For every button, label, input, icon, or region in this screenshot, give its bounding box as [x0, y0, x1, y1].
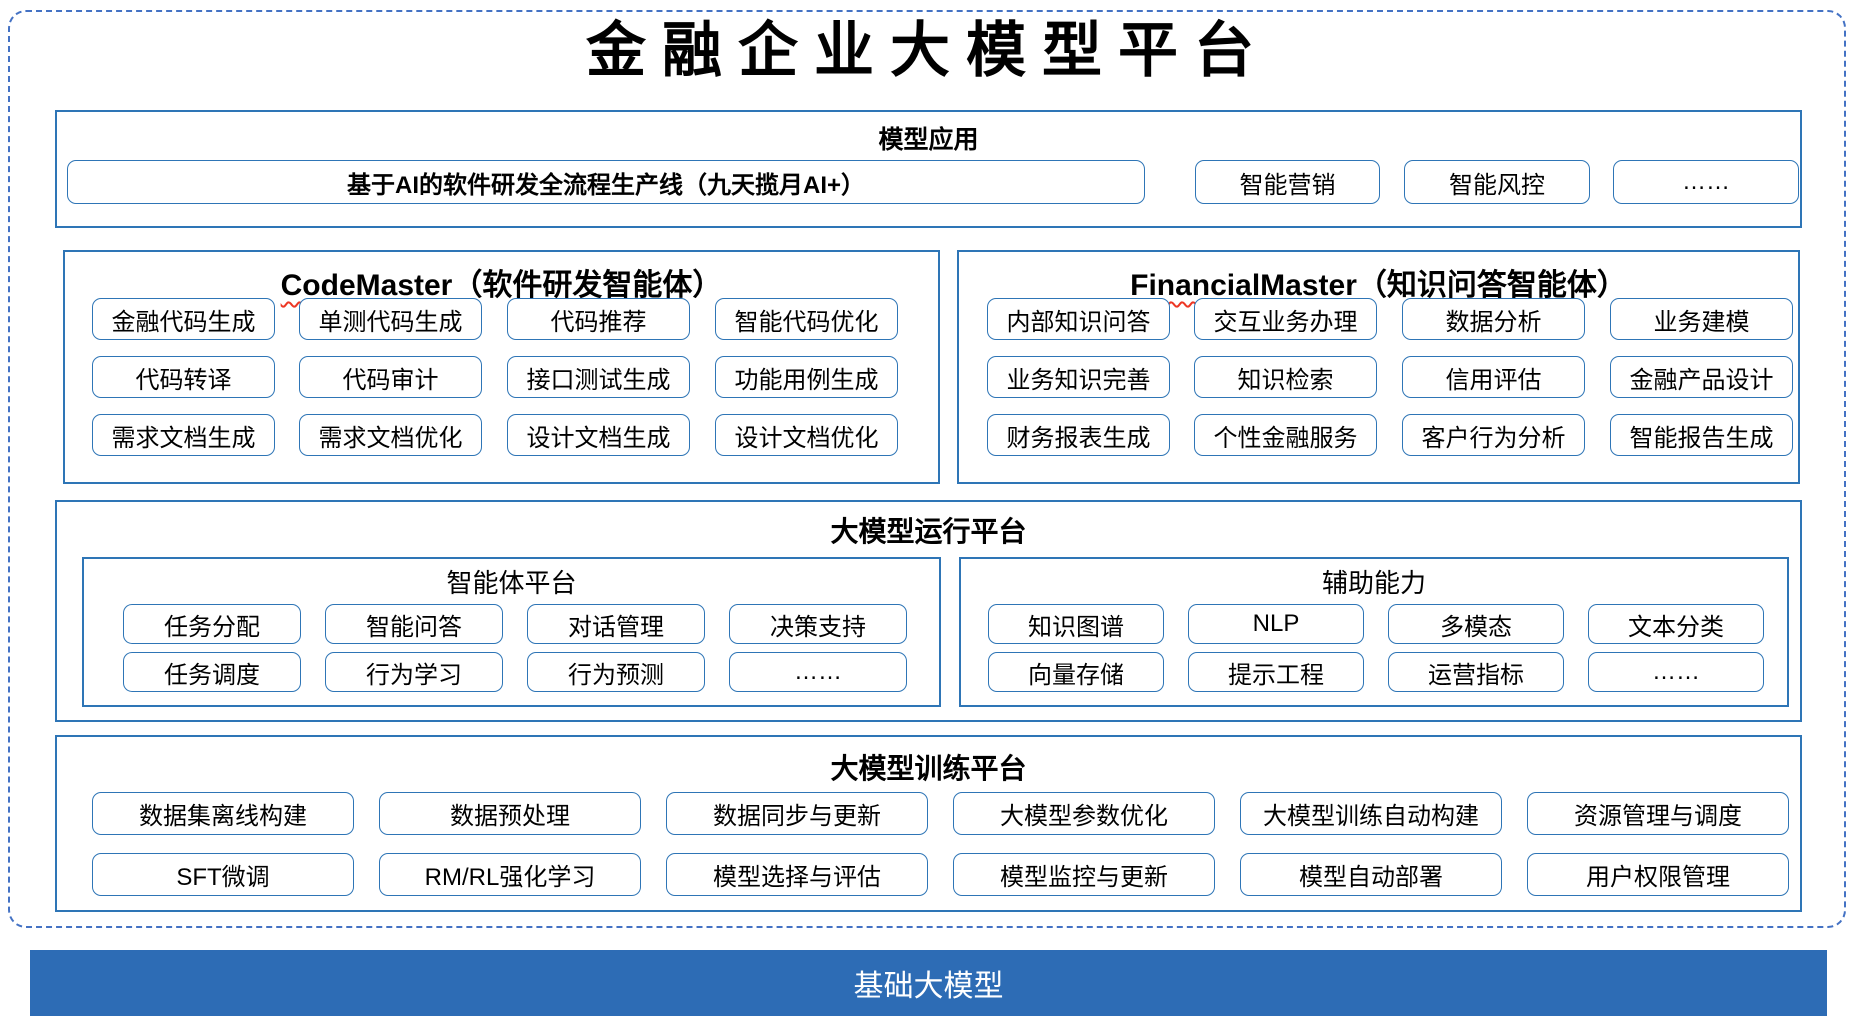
pipeline-item: 基于AI的软件研发全流程生产线（九天揽月AI+）	[67, 160, 1145, 204]
training-item: 模型自动部署	[1240, 853, 1502, 896]
training-item: 模型选择与评估	[666, 853, 928, 896]
agent-platform-item: 任务调度	[123, 652, 301, 692]
app-item: 智能风控	[1404, 160, 1590, 204]
training-item: 用户权限管理	[1527, 853, 1789, 896]
codemaster-item: 需求文档优化	[299, 414, 482, 456]
agent-platform-item: 任务分配	[123, 604, 301, 644]
codemaster-item: 智能代码优化	[715, 298, 898, 340]
foundation-model-bar: 基础大模型	[30, 950, 1827, 1016]
codemaster-item: 代码推荐	[507, 298, 690, 340]
aux-ability-item: 运营指标	[1388, 652, 1564, 692]
training-item: 数据集离线构建	[92, 792, 354, 835]
financialmaster-item: 智能报告生成	[1610, 414, 1793, 456]
aux-ability-item-more: ……	[1588, 652, 1764, 692]
financialmaster-item: 业务知识完善	[987, 356, 1170, 398]
financialmaster-item: 信用评估	[1402, 356, 1585, 398]
app-item-more: ……	[1613, 160, 1799, 204]
aux-ability-item: 提示工程	[1188, 652, 1364, 692]
financialmaster-title: FinancialMaster（知识问答智能体）	[959, 260, 1798, 304]
financialmaster-title-en: FinancialMaster	[1130, 269, 1357, 302]
codemaster-title-zh: （软件研发智能体）	[452, 269, 723, 302]
section-runtime-platform: 大模型运行平台 智能体平台 任务分配 智能问答 对话管理 决策支持 任务调度 行…	[55, 500, 1802, 722]
section-codemaster: CodeMaster（软件研发智能体） 金融代码生成 单测代码生成 代码推荐 智…	[63, 250, 940, 484]
agent-platform-item: 行为预测	[527, 652, 705, 692]
agent-platform-item-more: ……	[729, 652, 907, 692]
financialmaster-item: 知识检索	[1194, 356, 1377, 398]
section-model-applications: 模型应用 基于AI的软件研发全流程生产线（九天揽月AI+） 智能营销 智能风控 …	[55, 110, 1802, 228]
diagram-title: 金融企业大模型平台	[586, 16, 1270, 86]
codemaster-item: 设计文档生成	[507, 414, 690, 456]
codemaster-item: 单测代码生成	[299, 298, 482, 340]
training-item: 数据同步与更新	[666, 792, 928, 835]
financialmaster-item: 财务报表生成	[987, 414, 1170, 456]
financialmaster-item: 内部知识问答	[987, 298, 1170, 340]
foundation-model-label: 基础大模型	[853, 970, 1004, 1003]
app-item: 智能营销	[1195, 160, 1380, 204]
agent-platform-item: 对话管理	[527, 604, 705, 644]
training-item: 大模型训练自动构建	[1240, 792, 1502, 835]
subsection-aux-ability: 辅助能力 知识图谱 NLP 多模态 文本分类 向量存储 提示工程 运营指标 ……	[959, 557, 1789, 707]
codemaster-item: 代码转译	[92, 356, 275, 398]
codemaster-title-en: CodeMaster	[280, 269, 453, 302]
section-title: 大模型运行平台	[830, 516, 1027, 547]
financialmaster-item: 金融产品设计	[1610, 356, 1793, 398]
aux-ability-item: NLP	[1188, 604, 1364, 644]
agent-platform-item: 行为学习	[325, 652, 503, 692]
training-item: SFT微调	[92, 853, 354, 896]
training-item: 模型监控与更新	[953, 853, 1215, 896]
subsection-title: 辅助能力	[1321, 568, 1426, 598]
financialmaster-item: 客户行为分析	[1402, 414, 1585, 456]
codemaster-title: CodeMaster（软件研发智能体）	[65, 260, 938, 304]
financialmaster-item: 交互业务办理	[1194, 298, 1377, 340]
aux-ability-item: 多模态	[1388, 604, 1564, 644]
codemaster-item: 功能用例生成	[715, 356, 898, 398]
codemaster-item: 设计文档优化	[715, 414, 898, 456]
financialmaster-item: 数据分析	[1402, 298, 1585, 340]
codemaster-item: 接口测试生成	[507, 356, 690, 398]
aux-ability-item: 文本分类	[1588, 604, 1764, 644]
subsection-title: 智能体平台	[446, 568, 577, 598]
training-item: 大模型参数优化	[953, 792, 1215, 835]
section-title: 大模型训练平台	[830, 753, 1027, 784]
section-training-platform: 大模型训练平台 数据集离线构建 数据预处理 数据同步与更新 大模型参数优化 大模…	[55, 735, 1802, 912]
section-financialmaster: FinancialMaster（知识问答智能体） 内部知识问答 交互业务办理 数…	[957, 250, 1800, 484]
training-item: RM/RL强化学习	[379, 853, 641, 896]
subsection-agent-platform: 智能体平台 任务分配 智能问答 对话管理 决策支持 任务调度 行为学习 行为预测…	[82, 557, 941, 707]
section-title: 模型应用	[878, 126, 979, 154]
outer-dashed-border	[8, 10, 1846, 928]
financialmaster-item: 业务建模	[1610, 298, 1793, 340]
codemaster-item: 代码审计	[299, 356, 482, 398]
aux-ability-item: 知识图谱	[988, 604, 1164, 644]
financialmaster-item: 个性金融服务	[1194, 414, 1377, 456]
aux-ability-item: 向量存储	[988, 652, 1164, 692]
agent-platform-item: 决策支持	[729, 604, 907, 644]
agent-platform-item: 智能问答	[325, 604, 503, 644]
codemaster-item: 需求文档生成	[92, 414, 275, 456]
training-item: 数据预处理	[379, 792, 641, 835]
training-item: 资源管理与调度	[1527, 792, 1789, 835]
codemaster-item: 金融代码生成	[92, 298, 275, 340]
financialmaster-title-zh: （知识问答智能体）	[1356, 269, 1627, 302]
